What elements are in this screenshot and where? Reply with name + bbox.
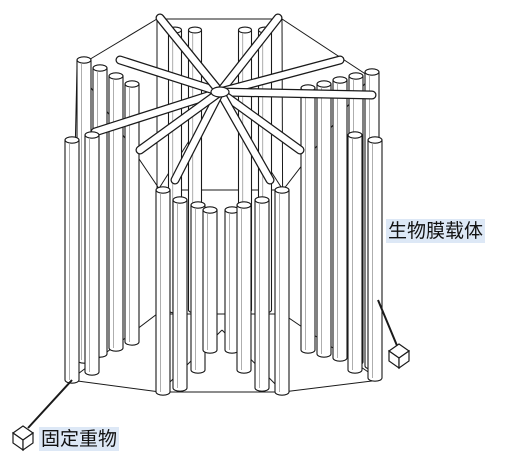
carrier-tube [236,201,252,374]
carrier-tube [274,186,290,396]
carrier-tube [254,196,270,392]
carrier-tubes-front [64,131,383,396]
carrier-tube [124,80,140,346]
radial-arm [90,87,225,137]
radial-arm [115,55,225,97]
carrier-tube [316,80,332,358]
carrier-tube [300,84,316,354]
carrier-tube [347,131,363,374]
anchor-ropes [27,299,399,429]
carrier-tube [367,136,383,382]
radial-arm [135,87,225,155]
radial-arm [170,87,225,185]
weight-block-icon [11,425,35,452]
center-hub [210,86,230,98]
carrier-tube [202,206,218,354]
anchor-rope-left [27,379,73,429]
radial-arm [215,87,275,185]
radial-arm [215,55,345,97]
fixed-weight-label: 固定重物 [39,427,120,451]
carrier-tube [332,76,348,362]
radial-arm [155,13,225,97]
carrier-tube [155,186,171,396]
radial-arm [215,87,377,100]
anchor-rope-right [377,299,399,349]
carrier-tube [64,136,80,384]
carrier-tube [108,72,124,352]
carrier-tube [190,201,206,374]
radial-arm [215,13,283,97]
hub-cap [210,86,230,98]
radial-arm [215,87,305,155]
biofilm-carrier-label: 生物膜载体 [386,219,486,243]
weight-block-icon [387,343,411,370]
radial-arms [90,13,377,185]
carrier-tube [84,131,100,376]
carrier-tube [172,196,188,392]
